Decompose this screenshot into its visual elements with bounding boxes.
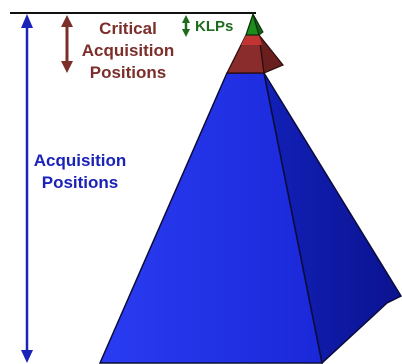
critical-label-line-3: Positions <box>89 63 167 82</box>
critical-acquisition-positions-label: Critical Acquisition Positions <box>64 18 192 84</box>
klps-arrow-up-head <box>182 15 190 23</box>
critical-arrow-up-head <box>61 15 73 27</box>
critical-label-line-2: Acquisition <box>81 41 175 60</box>
critical-label-line-1: Critical <box>99 19 157 38</box>
acquisition-label-line-2: Positions <box>41 173 119 192</box>
critical-section-band <box>241 35 262 45</box>
klps-label: KLPs <box>195 18 234 35</box>
acquisition-arrow-down-head <box>21 350 33 363</box>
acquisition-positions-label: Acquisition Positions <box>18 150 142 194</box>
klps-tip-side <box>252 13 264 36</box>
acquisition-arrow-up-head <box>21 14 33 28</box>
critical-section-side <box>258 32 284 74</box>
critical-arrow-down-head <box>61 61 73 73</box>
acquisition-label-line-1: Acquisition <box>33 151 127 170</box>
klps-arrow-down-head <box>182 29 190 37</box>
pyramid-side-face <box>263 72 402 364</box>
